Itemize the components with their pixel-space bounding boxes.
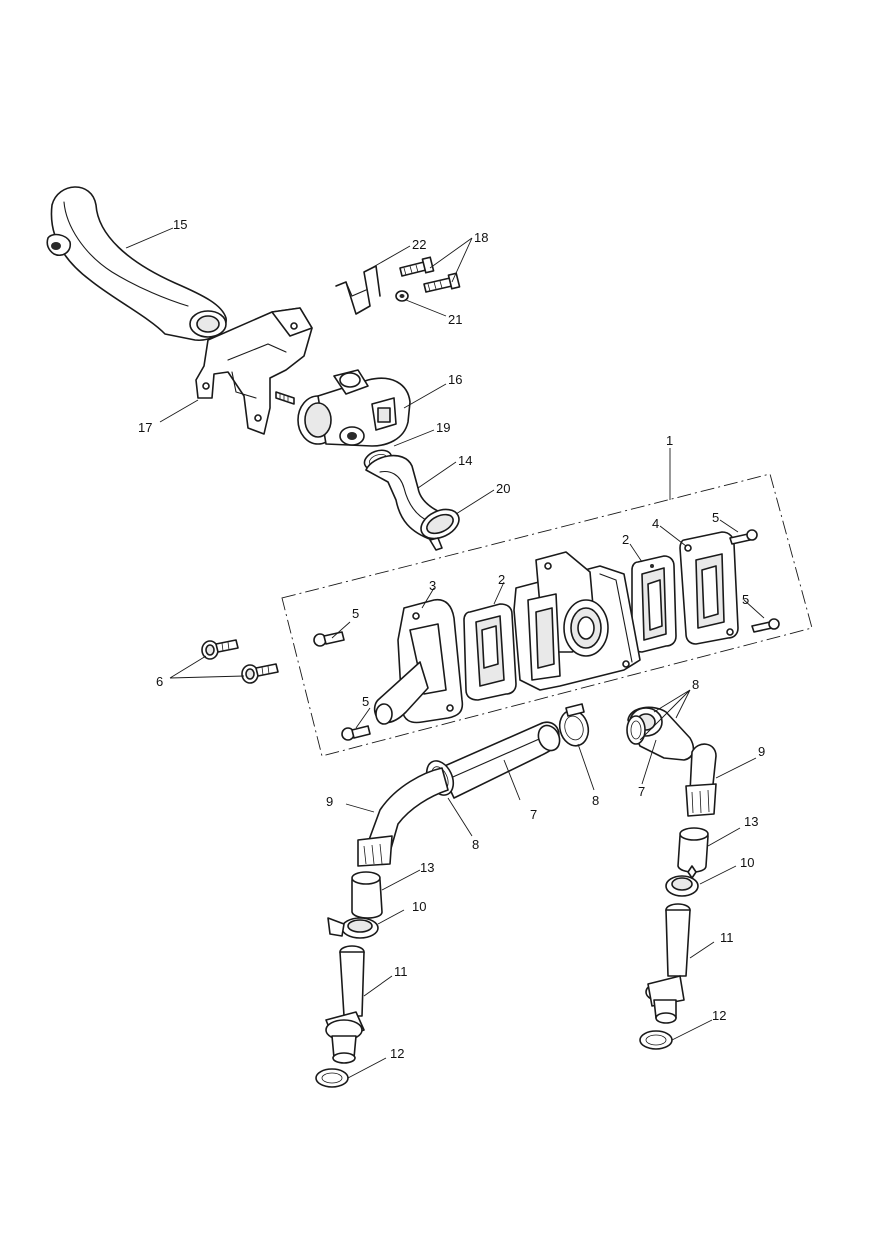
part-10-clamp-left (327, 917, 379, 939)
part-5-bolt-d (341, 725, 371, 741)
part-3-elbow-cover (373, 598, 464, 725)
callout-8-b: 8 (592, 793, 599, 808)
callout-21: 21 (448, 312, 462, 327)
part-2-gasket-right (631, 555, 677, 653)
part-21-washer (395, 290, 409, 302)
callout-20: 20 (496, 481, 510, 496)
part-5-bolt-c (313, 631, 345, 647)
callout-11-left: 11 (394, 964, 408, 979)
part-5-bolt-b (751, 618, 780, 633)
callout-12-left: 12 (390, 1046, 404, 1061)
callout-7-left: 7 (530, 807, 537, 822)
part-8-clip-b (558, 703, 590, 747)
part-2-gasket-left (463, 603, 517, 701)
part-18-screws (399, 256, 461, 293)
part-22-clip (335, 265, 381, 315)
callout-3: 3 (429, 578, 436, 593)
callout-2-left: 2 (498, 572, 505, 587)
callout-19: 19 (436, 420, 450, 435)
part-17-bracket (195, 307, 313, 435)
part-12-oring-right (639, 1030, 673, 1050)
part-16-valve (297, 369, 411, 447)
callout-5-a: 5 (712, 510, 719, 525)
callout-13-left: 13 (420, 860, 434, 875)
callout-labels: 15 22 18 21 16 17 19 14 20 1 4 5 2 5 3 2… (138, 217, 765, 1061)
callout-1: 1 (666, 433, 673, 448)
part-10-clamp-right (665, 865, 699, 897)
callout-16: 16 (448, 372, 462, 387)
part-6-flange-bolts (201, 639, 279, 684)
part-8-clip-c (626, 715, 646, 745)
callout-11-right: 11 (720, 930, 734, 945)
callout-5-d: 5 (362, 694, 369, 709)
part-7-hose-left (439, 721, 561, 799)
callout-6: 6 (156, 674, 163, 689)
callout-22: 22 (412, 237, 426, 252)
part-11-pipe-right (645, 903, 691, 1024)
callout-7-right: 7 (638, 784, 645, 799)
part-11-pipe-left (325, 945, 365, 1064)
part-12-oring-left (315, 1068, 349, 1088)
part-9-elbow-right (685, 743, 717, 817)
part-13-sleeve-left (351, 871, 383, 919)
part-housing (513, 551, 641, 691)
part-4-cover-plate (679, 531, 739, 645)
part-9-elbow-left (357, 767, 449, 867)
callout-8-a: 8 (472, 837, 479, 852)
callout-4: 4 (652, 516, 659, 531)
callout-2-right: 2 (622, 532, 629, 547)
callout-12-right: 12 (712, 1008, 726, 1023)
callout-8-c: 8 (692, 677, 699, 692)
callout-9-right: 9 (758, 744, 765, 759)
part-20-hose-clip (420, 508, 460, 551)
callout-5-c: 5 (352, 606, 359, 621)
callout-13-right: 13 (744, 814, 758, 829)
leader-lines (125, 227, 765, 1079)
callout-10-left: 10 (412, 899, 426, 914)
callout-9-left: 9 (326, 794, 333, 809)
callout-15: 15 (173, 217, 187, 232)
callout-5-b: 5 (742, 592, 749, 607)
callout-14: 14 (458, 453, 472, 468)
part-5-bolt-a (729, 529, 758, 545)
callout-10-right: 10 (740, 855, 754, 870)
part-13-sleeve-right (677, 827, 709, 873)
callout-17: 17 (138, 420, 152, 435)
part-15-intake-hose (46, 186, 227, 341)
callout-18: 18 (474, 230, 488, 245)
